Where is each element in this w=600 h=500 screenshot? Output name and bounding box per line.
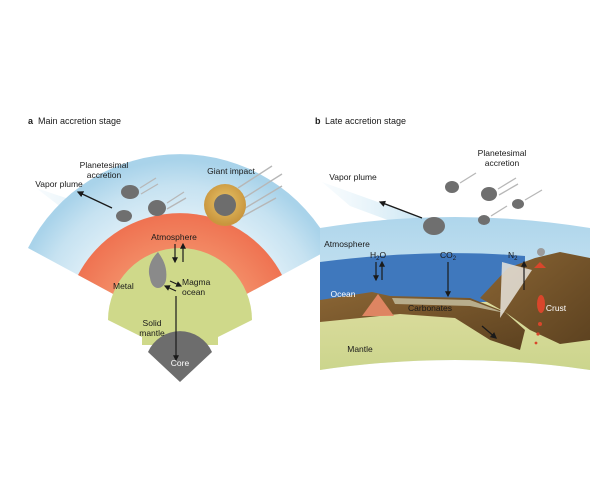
metal-magma-arrow-right (169, 280, 183, 287)
solid-mantle-wedge (108, 248, 252, 356)
label-a-solid-1: Solid (143, 318, 162, 328)
label-a-atmosphere: Atmosphere (151, 232, 197, 242)
label-a-giant-impact: Giant impact (207, 166, 255, 176)
planetesimal-trails-a (139, 177, 187, 210)
label-b-crust: Crust (546, 303, 567, 313)
metal-magma-arrow-left (163, 285, 177, 292)
label-a-core: Core (171, 358, 190, 368)
panel-b-letter: b (315, 116, 321, 126)
cross-section-b (320, 217, 590, 370)
panel-a-letter: a (28, 116, 34, 126)
label-b-planetesimal-1: Planetesimal (478, 148, 527, 158)
label-b-co2: CO2 (440, 250, 457, 262)
metal-diapir (148, 252, 167, 288)
label-b-planetesimal-2: accretion (485, 158, 520, 168)
panel-a: a Main accretion stage (28, 116, 332, 382)
planetesimal-b5 (423, 217, 445, 235)
label-b-mantle: Mantle (347, 344, 373, 354)
core-layer (148, 331, 212, 382)
panel-a-title: Main accretion stage (38, 116, 121, 126)
label-a-magma-1: Magma (182, 277, 211, 287)
melt-droplet-1 (538, 322, 542, 326)
planetesimal-b3 (512, 199, 524, 209)
subduction-arrow (481, 325, 497, 339)
planetesimal-b4 (478, 215, 490, 225)
label-b-atmosphere: Atmosphere (324, 239, 370, 249)
vapor-plume-arrow-a (76, 191, 113, 209)
volcano-vent (534, 262, 546, 268)
label-b-carbonates: Carbonates (408, 303, 452, 313)
magma-chamber (537, 295, 545, 313)
planetesimal-a3 (116, 210, 132, 222)
panel-b-title: Late accretion stage (325, 116, 406, 126)
vapor-plume-arrow-b (378, 200, 423, 219)
planetesimal-trails-b (459, 172, 543, 217)
label-a-planetesimal-2: accretion (87, 170, 122, 180)
planetesimal-a1 (121, 185, 139, 199)
label-b-ocean: Ocean (330, 289, 355, 299)
planetesimal-a2 (148, 200, 166, 216)
label-a-solid-2: mantle (139, 328, 165, 338)
label-a-magma-2: ocean (182, 287, 205, 297)
planetesimal-b1 (445, 181, 459, 193)
label-a-metal: Metal (113, 281, 134, 291)
label-b-h2o: H2O (370, 250, 386, 262)
label-b-vapor-plume: Vapor plume (329, 172, 377, 182)
melt-droplet-2 (536, 332, 540, 336)
label-a-planetesimal-1: Planetesimal (80, 160, 129, 170)
melt-droplet-3 (534, 341, 538, 345)
panel-b: b Late accretion stage (315, 116, 590, 370)
label-a-vapor-plume: Vapor plume (35, 179, 83, 189)
volcano-smoke (537, 248, 545, 256)
carbonate-layer (392, 298, 505, 313)
planetesimal-b2 (481, 187, 497, 201)
label-b-n2: N2 (508, 250, 518, 262)
ridge-melt (362, 294, 394, 316)
giant-impactor-core (214, 194, 236, 216)
